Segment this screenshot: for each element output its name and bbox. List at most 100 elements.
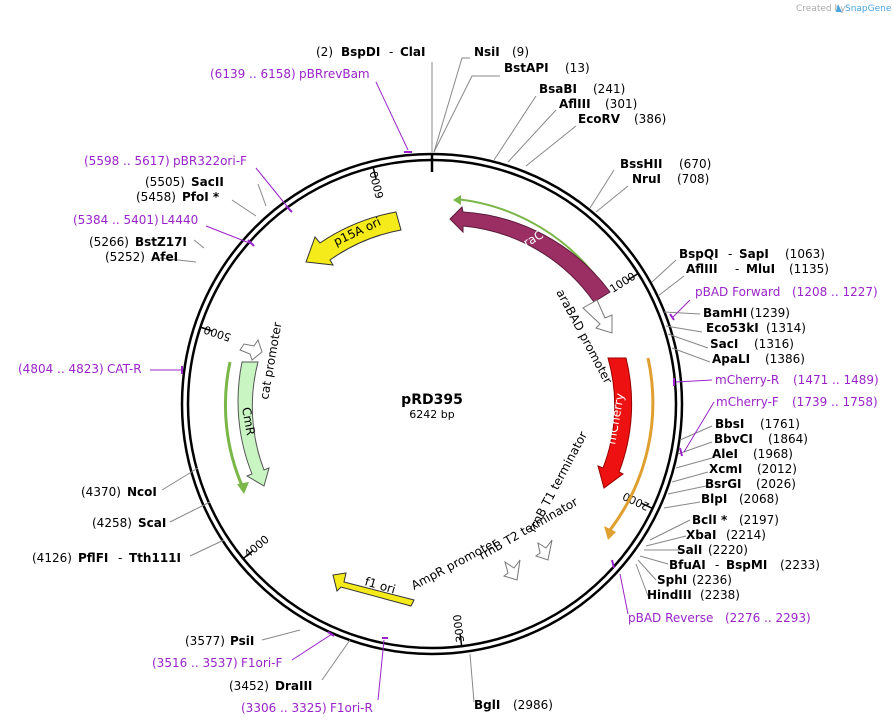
primer-pbad-forward[interactable]: pBAD Forward <box>695 285 780 299</box>
feature-rrnb-t1-terminator[interactable] <box>534 539 553 561</box>
scale-tick <box>627 272 639 281</box>
site-nsii-pos: (9) <box>512 45 529 59</box>
site-nsii[interactable]: NsiI <box>474 45 500 59</box>
site-sphi-pos: (2236) <box>692 573 732 587</box>
primer-pbr322ori[interactable]: pBR322ori-F <box>173 154 247 168</box>
site-bstz17i-pos: (5266) <box>89 235 129 249</box>
site-afliii-2-pos: (1135) <box>789 262 829 276</box>
primer-labels: (6139 .. 6158) pBRrevBam (5598 .. 5617) … <box>18 67 879 715</box>
site-nrui-pos: (708) <box>677 172 709 186</box>
site-ncoi[interactable]: NcoI <box>127 485 157 499</box>
scale-tick <box>459 634 463 647</box>
site-psii[interactable]: PsiI <box>230 634 254 648</box>
site-xcmi-pos: (2012) <box>757 462 797 476</box>
primer-pbrrevbam-range: (6139 .. 6158) <box>210 67 296 81</box>
site-xcmi[interactable]: XcmI <box>709 462 742 476</box>
feature-rrnb-t2-terminator[interactable] <box>502 559 521 581</box>
site-bbvci[interactable]: BbvCI <box>714 432 753 446</box>
site-xbai[interactable]: XbaI <box>686 528 716 542</box>
arac-guide-head <box>453 195 461 205</box>
scale-tick-label: 3000 <box>451 614 467 643</box>
site-bbsi[interactable]: BbsI <box>715 417 744 431</box>
site-sphi[interactable]: SphI <box>657 573 687 587</box>
site-alei[interactable]: AleI <box>712 447 738 461</box>
site-bsrgi[interactable]: BsrGI <box>705 477 742 491</box>
site-apali[interactable]: ApaLI <box>712 352 750 366</box>
site-draiii-pos: (3452) <box>229 679 269 693</box>
site-ecorv[interactable]: EcoRV <box>578 112 621 126</box>
site-scai[interactable]: ScaI <box>138 516 166 530</box>
site-bcli[interactable]: BclI * <box>692 513 728 527</box>
feature-cat-promoter-label: cat promoter <box>257 321 284 400</box>
primer-leader-lines <box>150 81 715 701</box>
site-hindiii-pos: (2238) <box>700 588 740 602</box>
snapgene-logo-icon <box>836 4 842 12</box>
feature-cat-promoter[interactable] <box>239 338 263 361</box>
site-afei[interactable]: AfeI <box>151 250 178 264</box>
site-sali-pos: (2220) <box>708 543 748 557</box>
site-blpi-pos: (2068) <box>739 492 779 506</box>
primer-pbad-reverse-range: (2276 .. 2293) <box>725 611 811 625</box>
site-hindiii[interactable]: HindIII <box>647 588 692 602</box>
feature-ampr-promoter-label: AmpR promoter <box>409 535 500 592</box>
site-alei-pos: (1968) <box>753 447 793 461</box>
site-dash: - <box>735 262 739 276</box>
site-saci[interactable]: SacI <box>710 337 738 351</box>
site-dash: - <box>118 551 122 565</box>
site-sacii[interactable]: SacII <box>191 175 224 189</box>
feature-cmr[interactable] <box>237 361 270 487</box>
site-apali-pos: (1386) <box>765 352 805 366</box>
primer-l4440[interactable]: L4440 <box>161 213 198 227</box>
site-bstapi[interactable]: BstAPI <box>504 61 549 75</box>
primer-cat-r[interactable]: CAT-R <box>107 362 142 376</box>
site-afliii[interactable]: AflIII <box>559 97 591 111</box>
feature-mcherry[interactable] <box>597 357 633 489</box>
site-sapi[interactable]: SapI <box>739 247 769 261</box>
feature-f1-ori[interactable] <box>332 572 415 607</box>
site-eco53ki[interactable]: Eco53kI <box>706 321 759 335</box>
site-blpi[interactable]: BlpI <box>701 492 727 506</box>
primer-pbr322ori-range: (5598 .. 5617) <box>84 154 170 168</box>
site-afliii-pos: (301) <box>605 97 637 111</box>
feature-rrnb-t2-label: rrnB T2 terminator <box>477 495 581 563</box>
site-bspqi[interactable]: BspQI <box>679 247 719 261</box>
credit-text: Created by <box>796 4 846 14</box>
site-bsabi-pos: (241) <box>593 82 625 96</box>
site-bbsi-pos: (1761) <box>760 417 800 431</box>
site-bspmi[interactable]: BspMI <box>726 558 767 572</box>
site-bgli[interactable]: BglI <box>474 698 500 712</box>
site-nrui[interactable]: NruI <box>632 172 661 186</box>
feature-p15a-ori[interactable] <box>305 211 402 266</box>
brand-text: SnapGene <box>845 4 892 14</box>
site-dash: - <box>728 247 732 261</box>
primer-mcherry-f[interactable]: mCherry-F <box>716 395 779 409</box>
site-sali[interactable]: SalI <box>677 543 702 557</box>
site-bspqi-pos: (1063) <box>785 247 825 261</box>
primer-pbrrevbam[interactable]: pBRrevBam <box>299 67 370 81</box>
site-afliii-2[interactable]: AflIII <box>686 262 718 276</box>
primer-mcherry-f-range: (1739 .. 1758) <box>792 395 878 409</box>
feature-arabad-promoter[interactable] <box>582 299 613 334</box>
site-draiii[interactable]: DraIII <box>275 679 312 693</box>
site-bfuai[interactable]: BfuAI <box>669 558 706 572</box>
site-bstz17i[interactable]: BstZ17I <box>135 235 187 249</box>
site-pfoi[interactable]: PfoI * <box>182 190 220 204</box>
primer-f1ori-f[interactable]: F1ori-F <box>241 656 282 670</box>
site-mlui[interactable]: MluI <box>746 262 775 276</box>
primer-mcherry-r-range: (1471 .. 1489) <box>793 373 879 387</box>
site-tth111i[interactable]: Tth111I <box>129 551 181 565</box>
site-clai[interactable]: ClaI <box>400 45 425 59</box>
site-pflfi[interactable]: PflFI <box>78 551 108 565</box>
site-bsabi[interactable]: BsaBI <box>539 82 577 96</box>
site-scai-pos: (4258) <box>92 516 132 530</box>
site-dash: - <box>389 45 393 59</box>
primer-pbad-reverse[interactable]: pBAD Reverse <box>628 611 713 625</box>
site-bsshii[interactable]: BssHII <box>620 157 662 171</box>
primer-mcherry-r[interactable]: mCherry-R <box>715 373 779 387</box>
site-bspdi-pos: (2) <box>316 45 333 59</box>
scale-tick-label: 4000 <box>242 533 272 561</box>
site-bstapi-pos: (13) <box>565 61 590 75</box>
site-bspdi[interactable]: BspDI <box>341 45 380 59</box>
primer-f1ori-r[interactable]: F1ori-R <box>330 701 373 715</box>
site-bamhi[interactable]: BamHI <box>703 306 747 320</box>
